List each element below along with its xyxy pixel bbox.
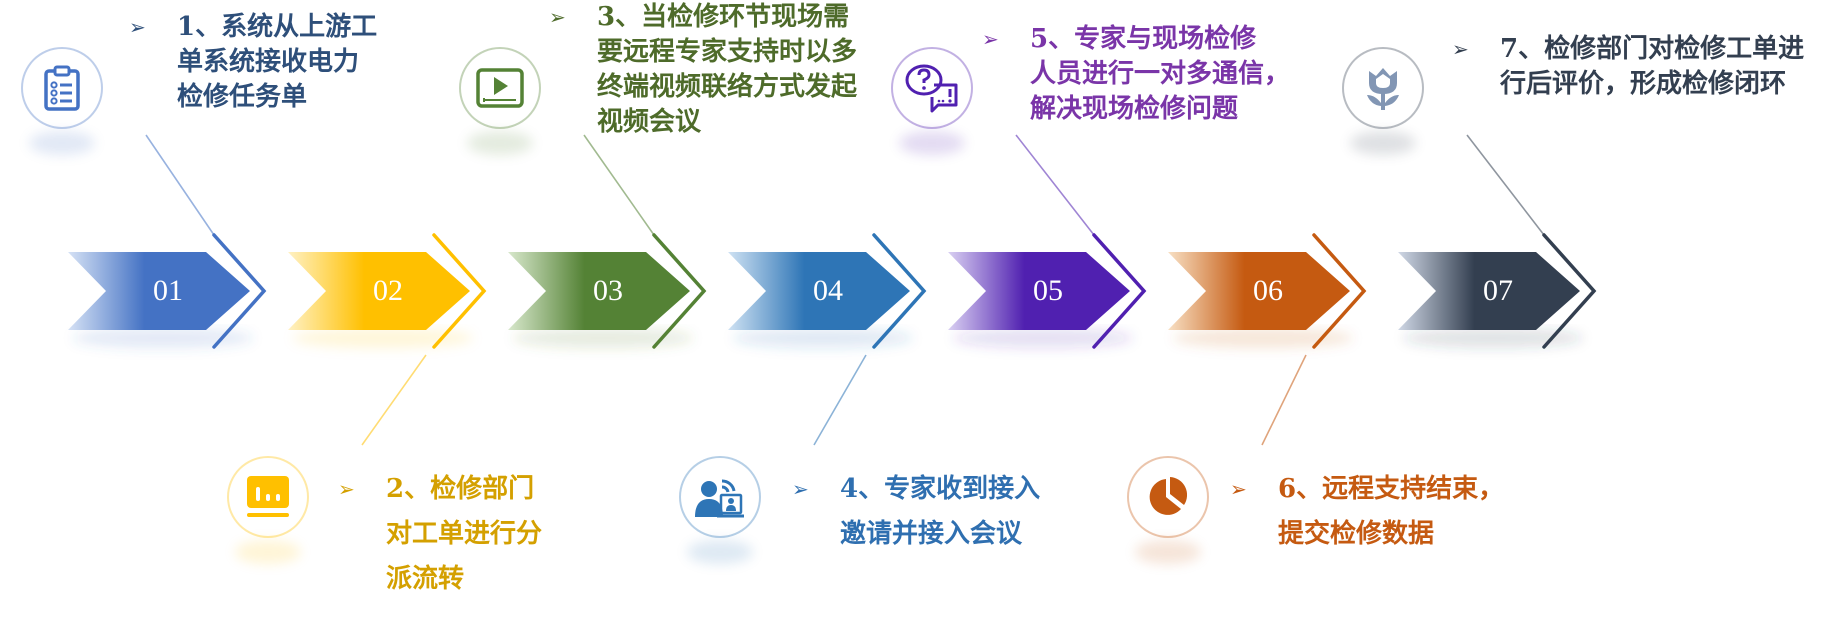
step-chevron-03: 03 bbox=[508, 252, 698, 348]
separator-chevron-01 bbox=[212, 233, 267, 349]
step-icon-circle-07 bbox=[1342, 47, 1424, 129]
bullet-arrow-icon: ➢ bbox=[982, 27, 999, 51]
description-line: 终端视频联络方式发起 bbox=[597, 72, 858, 102]
separator-chevron-04 bbox=[872, 233, 927, 349]
separator-chevron-02 bbox=[432, 233, 487, 349]
connector-line-05 bbox=[1015, 134, 1095, 236]
step-icon-circle-01 bbox=[21, 47, 103, 129]
step-description-05: ➢ 5、专家与现场检修人员进行一对多通信， 解决现场检修问题 bbox=[982, 22, 1291, 127]
step-description-02: ➢ 2、检修部门对工单进行分派流转 bbox=[338, 467, 543, 602]
description-line: 对工单进行分 bbox=[386, 519, 543, 549]
connector-line-07 bbox=[1466, 134, 1545, 236]
separator-chevron-03 bbox=[652, 233, 707, 349]
bullet-arrow-icon: ➢ bbox=[129, 15, 146, 39]
step-description-07: ➢ 7、检修部门对检修工单进行后评价，形成检修闭环 bbox=[1452, 32, 1805, 102]
description-line: 3、当检修环节现场需 bbox=[597, 2, 850, 32]
separator-chevron-05 bbox=[1092, 233, 1147, 349]
step-chevron-07: 07 bbox=[1398, 252, 1588, 348]
description-line: 人员进行一对多通信， bbox=[1030, 59, 1291, 89]
connector-line-04 bbox=[813, 354, 867, 446]
step-chevron-05: 05 bbox=[948, 252, 1138, 348]
description-line: 解决现场检修问题 bbox=[1030, 94, 1239, 124]
description-line: 2、检修部门 bbox=[386, 474, 535, 504]
step-chevron-06: 06 bbox=[1168, 252, 1358, 348]
bullet-arrow-icon: ➢ bbox=[792, 477, 809, 501]
step-icon-circle-04 bbox=[679, 456, 761, 538]
step-number: 05 bbox=[1033, 274, 1063, 307]
step-icon-circle-05 bbox=[891, 47, 973, 129]
step-description-06: ➢ 6、远程支持结束， 提交检修数据 bbox=[1230, 467, 1505, 557]
description-line: 检修任务单 bbox=[177, 82, 308, 112]
step-number: 04 bbox=[813, 274, 843, 307]
description-line: 7、检修部门对检修工单进 bbox=[1500, 34, 1805, 64]
description-line: 5、专家与现场检修 bbox=[1030, 24, 1257, 54]
connector-line-03 bbox=[583, 134, 655, 236]
description-line: 要远程专家支持时以多 bbox=[597, 37, 858, 67]
step-chevron-04: 04 bbox=[728, 252, 918, 348]
step-icon-circle-06 bbox=[1127, 456, 1209, 538]
description-line: 邀请并接入会议 bbox=[840, 519, 1023, 549]
bullet-arrow-icon: ➢ bbox=[549, 5, 566, 29]
step-number: 06 bbox=[1253, 274, 1283, 307]
description-line: 4、专家收到接入 bbox=[840, 474, 1041, 504]
bullet-arrow-icon: ➢ bbox=[1230, 477, 1247, 501]
description-line: 视频会议 bbox=[597, 107, 702, 137]
description-line: 提交检修数据 bbox=[1278, 519, 1435, 549]
step-description-03: ➢ 3、当检修环节现场需要远程专家支持时以多终端视频联络方式发起视频会议 bbox=[549, 0, 858, 140]
step-number: 01 bbox=[153, 274, 183, 307]
step-description-01: ➢ 1、系统从上游工单系统接收电力检修任务单 bbox=[129, 10, 378, 115]
description-line: 行后评价，形成检修闭环 bbox=[1500, 69, 1787, 99]
bullet-arrow-icon: ➢ bbox=[338, 477, 355, 501]
connector-line-02 bbox=[361, 354, 427, 446]
step-chevron-02: 02 bbox=[288, 252, 478, 348]
step-number: 03 bbox=[593, 274, 623, 307]
description-line: 6、远程支持结束， bbox=[1278, 474, 1505, 504]
description-line: 单系统接收电力 bbox=[177, 47, 360, 77]
step-description-04: ➢ 4、专家收到接入邀请并接入会议 bbox=[792, 467, 1041, 557]
step-chevron-01: 01 bbox=[68, 252, 258, 348]
description-line: 派流转 bbox=[386, 564, 465, 594]
step-icon-circle-02 bbox=[227, 456, 309, 538]
description-line: 1、系统从上游工 bbox=[177, 12, 378, 42]
separator-chevron-06 bbox=[1312, 233, 1367, 349]
step-icon-circle-03 bbox=[459, 47, 541, 129]
step-number: 07 bbox=[1483, 274, 1513, 307]
step-number: 02 bbox=[373, 274, 403, 307]
bullet-arrow-icon: ➢ bbox=[1452, 37, 1469, 61]
connector-line-01 bbox=[145, 134, 215, 236]
connector-line-06 bbox=[1261, 354, 1307, 446]
separator-chevron-07 bbox=[1542, 233, 1597, 349]
